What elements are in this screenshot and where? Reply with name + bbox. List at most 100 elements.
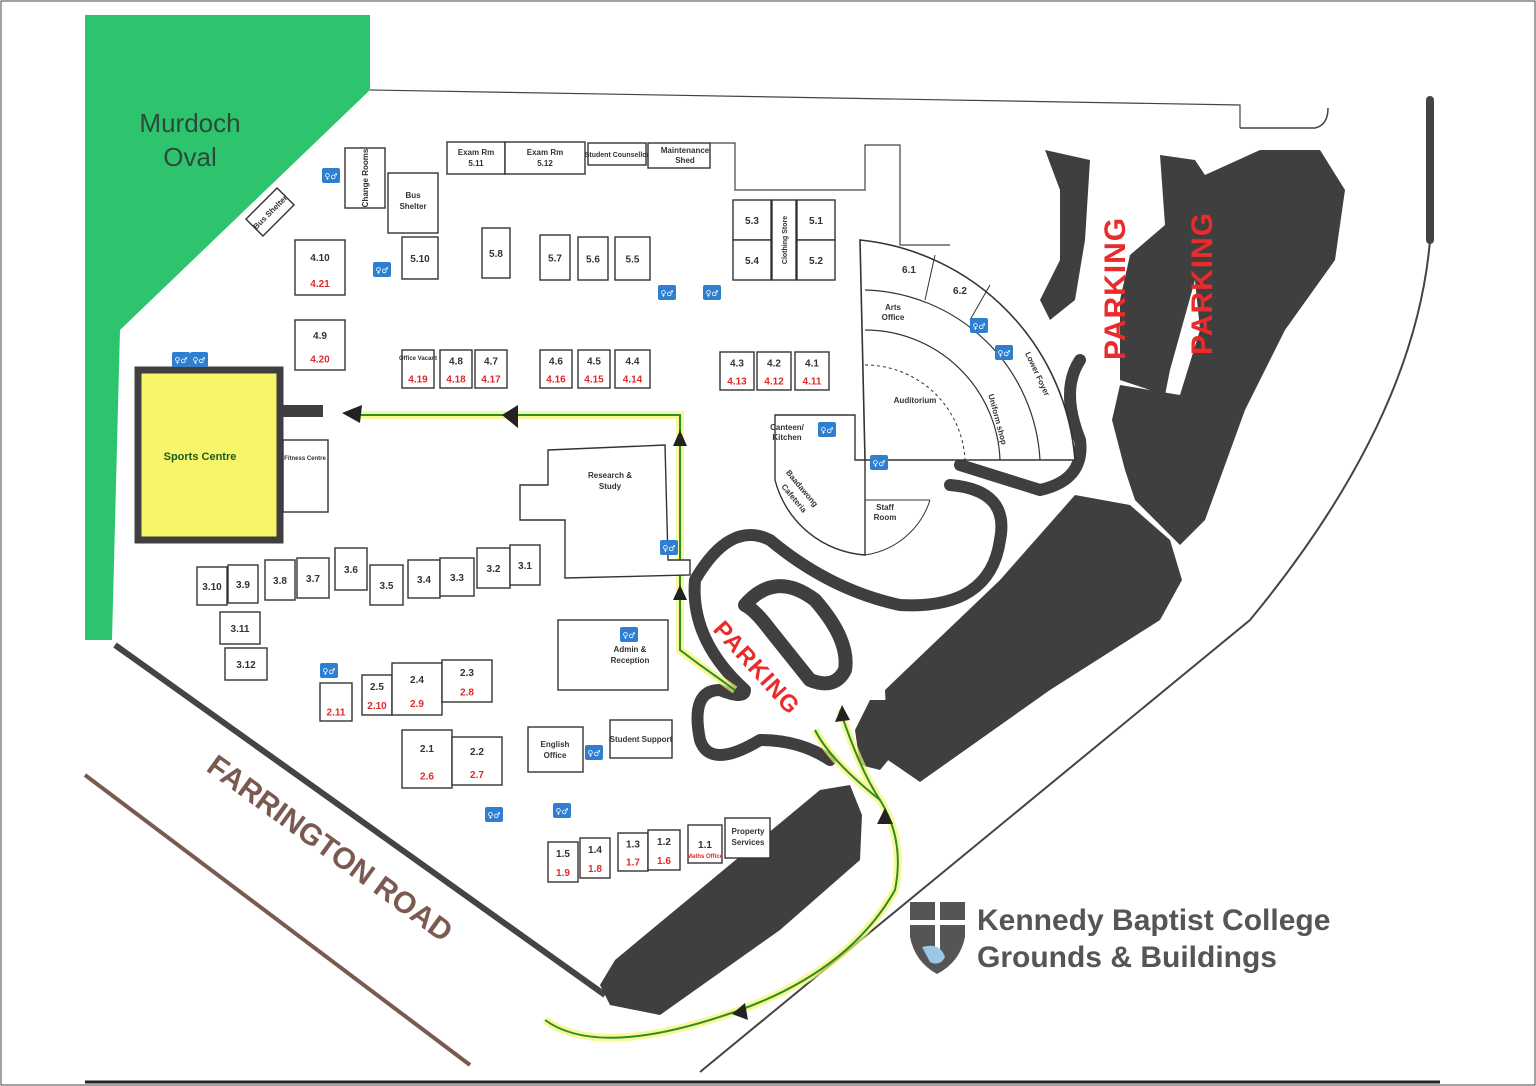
room-number: 4.4 — [626, 356, 640, 367]
site-boundary — [369, 89, 1241, 128]
room-alt-number: 1.9 — [556, 868, 570, 879]
student-support — [609, 719, 673, 759]
maintenance-shed — [647, 142, 711, 169]
site-boundary-corner — [1240, 107, 1329, 129]
room-number: 5.5 — [626, 255, 640, 266]
room-box — [577, 349, 611, 389]
room-number: 4.1 — [805, 358, 819, 369]
bus-shelter — [387, 172, 439, 234]
room-alt-number: 4.21 — [310, 279, 330, 290]
auditorium-label: Auditorium — [894, 396, 937, 405]
room-alt-number: 4.18 — [446, 374, 466, 385]
room-number: 3.9 — [236, 580, 250, 591]
room-number: 2.5 — [370, 682, 384, 693]
toilet-icon — [172, 352, 190, 367]
room-box — [579, 837, 611, 879]
room-box — [264, 559, 296, 601]
farrington-road-line — [83, 773, 472, 1067]
toilet-glyph: ♀♂ — [174, 356, 187, 365]
room-box — [407, 559, 441, 599]
research-study — [519, 444, 691, 579]
toilet-glyph: ♀♂ — [322, 667, 335, 676]
room-alt-number: 4.13 — [727, 376, 747, 387]
room-number: 1.2 — [657, 837, 671, 848]
oval-label-2: Oval — [163, 142, 216, 172]
toilet-icon — [190, 352, 208, 367]
room-number: 5.2 — [809, 256, 823, 267]
toilet-glyph: ♀♂ — [487, 811, 500, 820]
room-box — [614, 236, 651, 281]
label: Office — [544, 751, 567, 760]
room-box — [196, 566, 228, 606]
label: Staff — [876, 503, 894, 512]
room-box — [319, 682, 353, 722]
room-box — [547, 841, 579, 883]
parking-island — [855, 700, 905, 770]
title-line-2: Grounds & Buildings — [977, 941, 1277, 974]
label: Reception — [611, 656, 650, 665]
driveway-loop — [688, 479, 1008, 766]
room-alt-number: 2.6 — [420, 771, 434, 782]
label: Kitchen — [772, 433, 801, 442]
room-number: 5.1 — [809, 216, 823, 227]
toilet-glyph: ♀♂ — [375, 266, 388, 275]
room-box — [391, 662, 443, 716]
room-box — [334, 547, 368, 591]
sports-centre-label: Sports Centre — [164, 451, 237, 463]
english-office — [527, 726, 584, 773]
room-box — [481, 227, 511, 279]
label: 5.12 — [537, 159, 553, 168]
room-number: 1.1 — [698, 840, 712, 851]
auditorium-complex — [774, 239, 1076, 556]
room-number: 3.7 — [306, 574, 320, 585]
room-box — [474, 349, 508, 389]
toilet-icon — [970, 318, 988, 333]
room-box — [294, 239, 346, 296]
room-number: 3.8 — [273, 576, 287, 587]
room-number: 1.3 — [626, 839, 640, 850]
room-number: 4.5 — [587, 356, 601, 367]
room-box — [796, 199, 836, 241]
room-number: 3.3 — [450, 573, 464, 584]
room-number: 6.1 — [902, 265, 916, 276]
room-alt-number: 1.7 — [626, 857, 640, 868]
arrow-icon — [732, 1003, 748, 1020]
room-number: 5.10 — [410, 254, 430, 265]
room-number: 4.7 — [484, 356, 498, 367]
label: 5.11 — [468, 159, 484, 168]
toilet-icon — [703, 285, 721, 300]
toilet-glyph: ♀♂ — [324, 172, 337, 181]
room-number: 2.4 — [410, 675, 424, 686]
toilet-glyph: ♀♂ — [622, 631, 635, 640]
room-number: 4.6 — [549, 356, 563, 367]
toilet-icon — [658, 285, 676, 300]
room-alt-number: 2.11 — [327, 707, 346, 718]
label: Canteen/ — [770, 423, 805, 432]
label: Exam Rm — [458, 148, 494, 157]
label: Clothing Store — [782, 216, 789, 264]
parking-bay — [738, 579, 853, 691]
room-name: Office Vacant — [399, 356, 437, 362]
room-box — [614, 349, 651, 389]
label: Services — [732, 838, 765, 847]
room-number: 4.10 — [310, 253, 330, 264]
toilet-icon — [322, 168, 340, 183]
room-name: Maths Office — [687, 854, 724, 860]
arrow-icon — [835, 705, 850, 722]
room-box — [451, 736, 503, 786]
south-boundary — [113, 642, 607, 998]
label: Shelter — [399, 202, 426, 211]
room-box — [719, 351, 755, 391]
toilet-icon — [870, 455, 888, 470]
evacuation-path — [342, 405, 902, 1042]
room-number: 4.3 — [730, 358, 744, 369]
room-box — [687, 824, 723, 864]
room-box — [796, 239, 836, 281]
room-box — [401, 729, 453, 789]
toilet-glyph: ♀♂ — [587, 749, 600, 758]
room-number: 2.2 — [470, 747, 484, 758]
room-number: 3.4 — [417, 575, 431, 586]
oval-label: Murdoch — [139, 108, 240, 138]
room-number: 6.2 — [953, 286, 967, 297]
toilet-glyph: ♀♂ — [972, 322, 985, 331]
